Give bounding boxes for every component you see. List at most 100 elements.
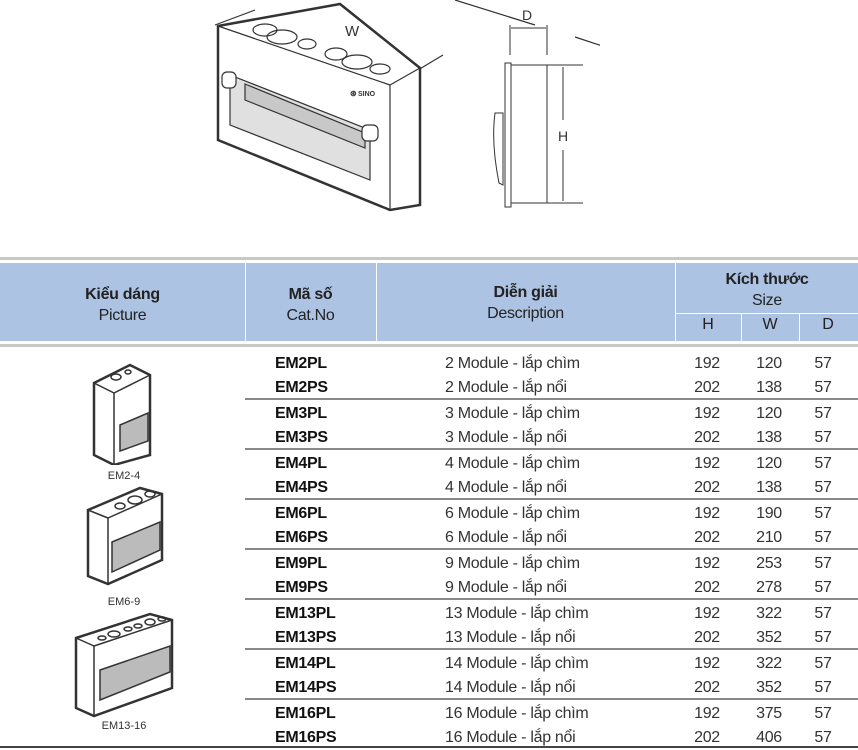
description: 3 Module - lắp nổi	[445, 429, 567, 446]
width-label: W	[345, 23, 360, 40]
row-group-divider	[245, 448, 858, 450]
table-row: EM14PS 14 Module - lắp nổi 202 352 57	[245, 675, 858, 700]
cat-no: EM13PL	[275, 605, 336, 622]
size-h: 192	[694, 655, 720, 672]
cat-no: EM16PS	[275, 729, 337, 746]
cat-no: EM14PL	[275, 655, 336, 672]
size-h: 202	[694, 529, 720, 546]
cat-no: EM6PS	[275, 529, 328, 546]
size-d: 57	[814, 729, 832, 746]
description: 13 Module - lắp nổi	[445, 629, 576, 646]
description: 16 Module - lắp nổi	[445, 729, 576, 746]
size-h: 192	[694, 605, 720, 622]
size-w: 352	[756, 629, 782, 646]
table-row: EM14PL 14 Module - lắp chìm 192 322 57	[245, 651, 858, 676]
picture-caption: EM13-16	[101, 720, 147, 732]
size-d: 57	[814, 455, 832, 472]
size-w: 138	[756, 479, 782, 496]
description: 3 Module - lắp chìm	[445, 405, 580, 422]
size-h: 202	[694, 579, 720, 596]
cat-no: EM16PL	[275, 705, 336, 722]
size-w: 210	[756, 529, 782, 546]
description: 14 Module - lắp chìm	[445, 655, 589, 672]
size-h: 192	[694, 505, 720, 522]
header-rule	[0, 344, 858, 347]
cat-no: EM9PS	[275, 579, 328, 596]
table-row: EM13PL 13 Module - lắp chìm 192 322 57	[245, 601, 858, 626]
size-w: 322	[756, 605, 782, 622]
table-row: EM9PL 9 Module - lắp chìm 192 253 57	[245, 551, 858, 576]
table-row: EM2PS 2 Module - lắp nổi 202 138 57	[245, 375, 858, 400]
table-row: EM3PS 3 Module - lắp nổi 202 138 57	[245, 425, 858, 450]
description: 14 Module - lắp nổi	[445, 679, 576, 696]
cat-no: EM9PL	[275, 555, 327, 572]
height-label: H	[558, 128, 568, 144]
brand-logo: SINO	[358, 91, 376, 98]
size-d: 57	[814, 555, 832, 572]
size-w: 352	[756, 679, 782, 696]
size-w: 120	[756, 405, 782, 422]
description: 6 Module - lắp nổi	[445, 529, 567, 546]
description: 9 Module - lắp chìm	[445, 555, 580, 572]
table-row: EM3PL 3 Module - lắp chìm 192 120 57	[245, 401, 858, 426]
row-group-divider	[245, 648, 858, 650]
size-d: 57	[814, 679, 832, 696]
table-row: EM2PL 2 Module - lắp chìm 192 120 57	[245, 351, 858, 376]
size-h: 192	[694, 705, 720, 722]
size-d: 57	[814, 529, 832, 546]
cat-no: EM6PL	[275, 505, 327, 522]
cat-no: EM3PL	[275, 405, 327, 422]
size-h: 192	[694, 355, 720, 372]
size-d: 57	[814, 705, 832, 722]
top-rule	[0, 257, 858, 260]
cat-no: EM4PS	[275, 479, 328, 496]
header-h: H	[702, 316, 714, 333]
table-row: EM16PL 16 Module - lắp chìm 192 375 57	[245, 701, 858, 726]
description: 16 Module - lắp chìm	[445, 705, 589, 722]
cat-no: EM2PL	[275, 355, 327, 372]
row-group-divider	[245, 698, 858, 700]
size-d: 57	[814, 579, 832, 596]
size-h: 202	[694, 479, 720, 496]
size-h: 192	[694, 405, 720, 422]
description: 4 Module - lắp nổi	[445, 479, 567, 496]
size-w: 322	[756, 655, 782, 672]
picture-caption: EM2-4	[107, 470, 141, 482]
row-group-divider	[245, 548, 858, 550]
size-w: 278	[756, 579, 782, 596]
table-row: EM4PL 4 Module - lắp chìm 192 120 57	[245, 451, 858, 476]
cat-no: EM14PS	[275, 679, 337, 696]
cat-no: EM4PL	[275, 455, 327, 472]
header-w: W	[762, 316, 778, 333]
table-header	[0, 263, 858, 341]
description: 13 Module - lắp chìm	[445, 605, 589, 622]
size-h: 202	[694, 429, 720, 446]
row-group-divider	[245, 398, 858, 400]
size-w: 406	[756, 729, 782, 746]
enclosure-dimension-diagram: W ⊛ SINO D H	[214, 0, 600, 212]
description: 6 Module - lắp chìm	[445, 505, 580, 522]
table-row: EM9PS 9 Module - lắp nổi 202 278 57	[245, 575, 858, 600]
size-d: 57	[814, 655, 832, 672]
product-image-em2-4	[92, 363, 152, 465]
size-d: 57	[814, 405, 832, 422]
table-row: EM6PS 6 Module - lắp nổi 202 210 57	[245, 525, 858, 550]
product-image-em6-9	[86, 486, 164, 586]
svg-text:⊛: ⊛	[350, 89, 357, 98]
table-row: EM4PS 4 Module - lắp nổi 202 138 57	[245, 475, 858, 500]
size-h: 202	[694, 629, 720, 646]
picture-caption: EM6-9	[107, 596, 141, 608]
cat-no: EM2PS	[275, 379, 328, 396]
size-d: 57	[814, 605, 832, 622]
row-group-divider	[245, 498, 858, 500]
description: 4 Module - lắp chìm	[445, 455, 580, 472]
size-w: 120	[756, 455, 782, 472]
description: 9 Module - lắp nổi	[445, 579, 567, 596]
cat-no: EM13PS	[275, 629, 337, 646]
size-h: 202	[694, 679, 720, 696]
header-d: D	[822, 316, 834, 333]
size-w: 375	[756, 705, 782, 722]
description: 2 Module - lắp chìm	[445, 355, 580, 372]
